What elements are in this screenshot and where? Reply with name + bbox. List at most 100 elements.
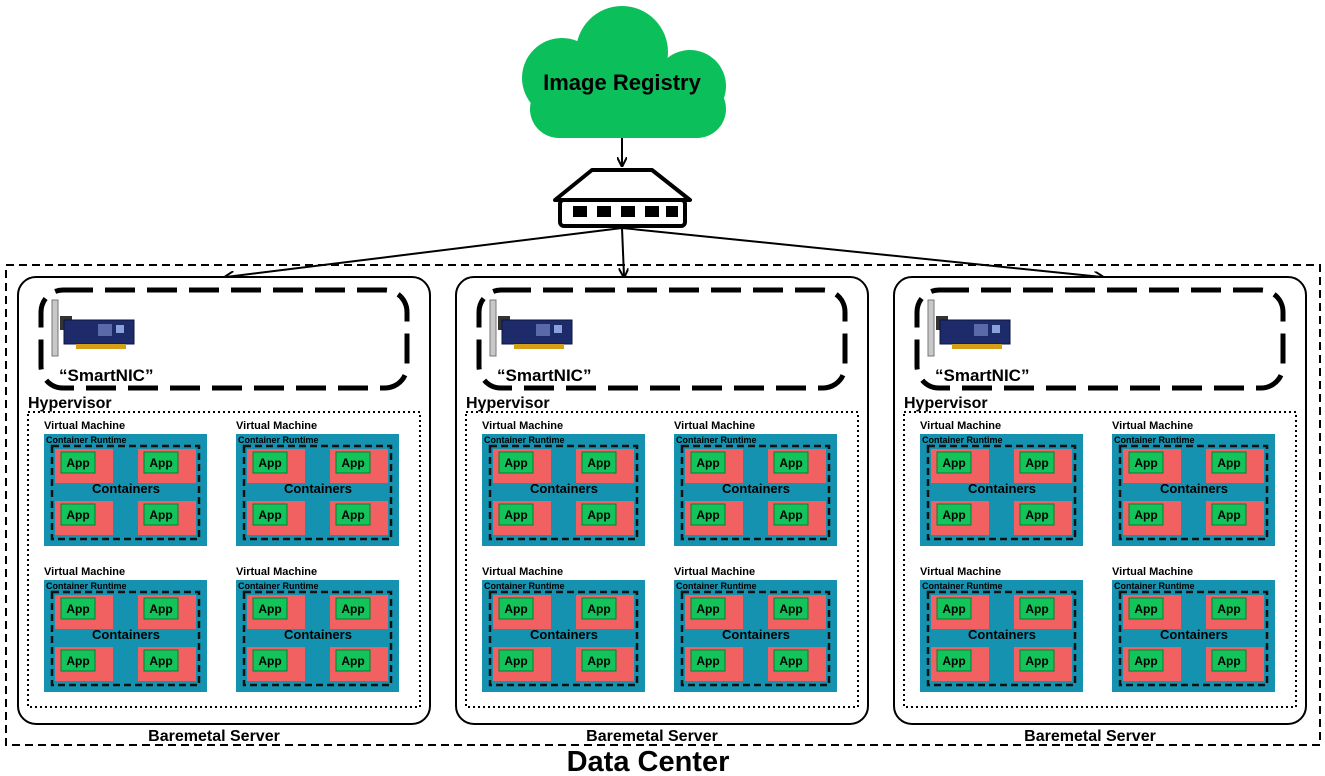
- container: App: [931, 647, 989, 681]
- app-box: [143, 649, 179, 672]
- app-box: [690, 451, 726, 474]
- app-box: [252, 597, 288, 620]
- container: App: [576, 449, 634, 483]
- container-runtime-box: [926, 444, 1077, 541]
- container-runtime-box: [680, 590, 831, 687]
- container: App: [247, 449, 305, 483]
- container: App: [1123, 647, 1181, 681]
- app-box: [581, 451, 617, 474]
- app-label: App: [149, 508, 172, 522]
- virtual-machine-label: Virtual Machine: [236, 566, 317, 578]
- virtual-machine-label: Virtual Machine: [1112, 566, 1193, 578]
- app-label: App: [587, 602, 610, 616]
- servers-layer: Baremetal Server “SmartNIC” HypervisorVirt…: [17, 276, 1307, 745]
- container: App: [1206, 595, 1264, 629]
- virtual-machine-label: Virtual Machine: [674, 566, 755, 578]
- app-box: [1211, 451, 1247, 474]
- app-label: App: [779, 654, 802, 668]
- container: App: [493, 449, 551, 483]
- container: App: [247, 501, 305, 535]
- app-box: [936, 597, 972, 620]
- container: App: [576, 647, 634, 681]
- app-box: [60, 597, 96, 620]
- container: App: [768, 449, 826, 483]
- app-label: App: [504, 654, 527, 668]
- app-box: [581, 597, 617, 620]
- app-label: App: [66, 602, 89, 616]
- container: App: [685, 647, 743, 681]
- app-label: App: [1134, 602, 1157, 616]
- app-label: App: [258, 654, 281, 668]
- app-box: [1211, 597, 1247, 620]
- container-runtime-box: [50, 590, 201, 687]
- container: App: [768, 647, 826, 681]
- container: App: [493, 595, 551, 629]
- network-card-icon: [51, 299, 135, 357]
- container-runtime-box: [680, 444, 831, 541]
- app-box: [581, 503, 617, 526]
- app-label: App: [1025, 654, 1048, 668]
- container: App: [55, 501, 113, 535]
- app-label: App: [66, 508, 89, 522]
- virtual-machine-label: Virtual Machine: [920, 566, 1001, 578]
- app-box: [773, 649, 809, 672]
- app-label: App: [1217, 654, 1240, 668]
- app-box: [936, 503, 972, 526]
- container: App: [685, 449, 743, 483]
- app-box: [773, 597, 809, 620]
- app-box: [936, 649, 972, 672]
- container: App: [1123, 595, 1181, 629]
- app-label: App: [779, 456, 802, 470]
- app-box: [773, 451, 809, 474]
- app-box: [581, 649, 617, 672]
- container-runtime-label: Container Runtime: [922, 581, 1003, 591]
- virtual-machine-label: Virtual Machine: [44, 420, 125, 432]
- container-runtime-box: [488, 444, 639, 541]
- server-3: Baremetal Server“SmartNIC”HypervisorVirt…: [893, 276, 1307, 745]
- containers-label: Containers: [284, 627, 352, 642]
- containers-label: Containers: [1160, 481, 1228, 496]
- app-box: [936, 451, 972, 474]
- containers-label: Containers: [968, 481, 1036, 496]
- app-box: [143, 451, 179, 474]
- app-label: App: [779, 508, 802, 522]
- app-label: App: [1134, 508, 1157, 522]
- container-runtime-label: Container Runtime: [676, 581, 757, 591]
- baremetal-server-label: Baremetal Server: [586, 728, 718, 745]
- app-label: App: [696, 654, 719, 668]
- app-label: App: [149, 456, 172, 470]
- app-box: [1211, 649, 1247, 672]
- app-label: App: [942, 456, 965, 470]
- app-box: [60, 649, 96, 672]
- container-runtime-box: [488, 590, 639, 687]
- arrow-to-server-2: [622, 227, 624, 276]
- hypervisor-label: Hypervisor: [466, 395, 550, 412]
- virtual-machine-label: Virtual Machine: [1112, 420, 1193, 432]
- container: App: [1206, 647, 1264, 681]
- container-runtime-label: Container Runtime: [484, 435, 565, 445]
- app-box: [1128, 451, 1164, 474]
- container: App: [685, 595, 743, 629]
- app-box: [1019, 597, 1055, 620]
- baremetal-server-label: Baremetal Server: [1024, 728, 1156, 745]
- app-box: [60, 503, 96, 526]
- app-box: [498, 649, 534, 672]
- app-label: App: [587, 654, 610, 668]
- app-label: App: [66, 456, 89, 470]
- container: App: [931, 501, 989, 535]
- datacenter-label: Data Center: [567, 746, 730, 776]
- container-runtime-box: [242, 444, 393, 541]
- container: App: [55, 449, 113, 483]
- app-label: App: [779, 602, 802, 616]
- virtual-machine-label: Virtual Machine: [236, 420, 317, 432]
- container: App: [931, 595, 989, 629]
- container-runtime-label: Container Runtime: [46, 581, 127, 591]
- image-registry-label: Image Registry: [543, 70, 701, 95]
- smartnic-label: “SmartNIC”: [497, 366, 591, 385]
- smartnic-box: [38, 287, 410, 391]
